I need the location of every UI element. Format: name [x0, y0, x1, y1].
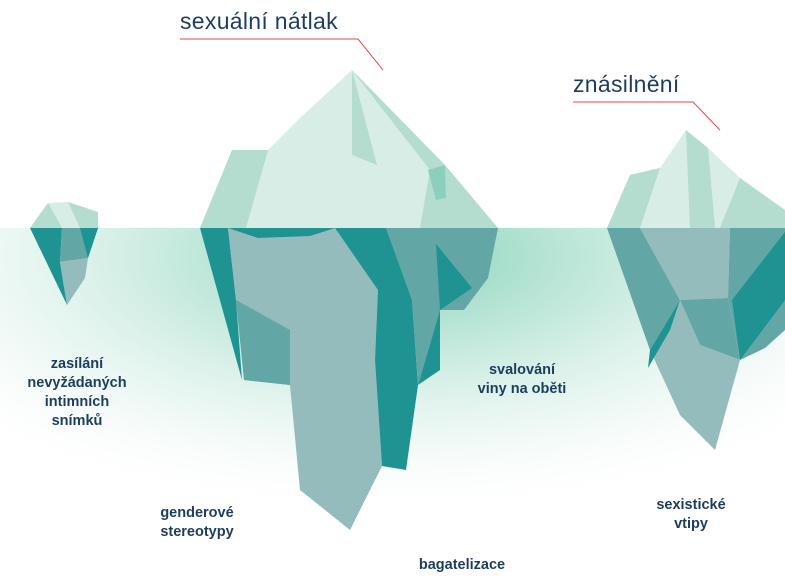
label-line: intimních	[6, 393, 148, 412]
label-sexual-pressure: sexuální nátlak	[180, 8, 338, 35]
label-line: snímků	[6, 412, 148, 431]
label-line: zasílání	[6, 355, 148, 374]
label-gender-stereotypes: genderové stereotypy	[137, 504, 257, 542]
label-sexist-jokes: sexistické vtipy	[636, 496, 746, 534]
label-line: genderové	[137, 504, 257, 523]
label-line: vtipy	[636, 515, 746, 534]
label-unsolicited-nudes: zasílání nevyžádaných intimních snímků	[6, 355, 148, 431]
leader-line-rape	[573, 102, 720, 130]
right-iceberg-tip-center	[686, 130, 715, 228]
label-victim-blaming: svalování viny na oběti	[460, 361, 584, 399]
label-rape: znásilnění	[573, 71, 680, 98]
label-line: viny na oběti	[460, 380, 584, 399]
leader-line-pressure	[180, 39, 383, 70]
label-line: sexistické	[636, 496, 746, 515]
label-line: bagatelizace	[402, 556, 522, 575]
label-trivialization: bagatelizace	[402, 556, 522, 575]
label-line: svalování	[460, 361, 584, 380]
label-line: stereotypy	[137, 523, 257, 542]
label-line: nevyžádaných	[6, 374, 148, 393]
